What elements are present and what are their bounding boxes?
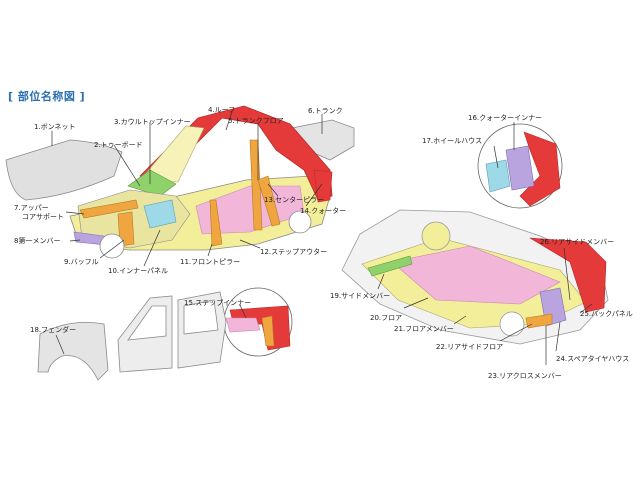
label-quarter: 14.クォーター <box>300 206 346 215</box>
label-quarter-inner: 16.クォーターインナー <box>468 113 542 122</box>
label-spare-tire-house: 24.スペアタイヤハウス <box>556 354 629 363</box>
label-toe-board: 2.トゥーボード <box>94 141 143 149</box>
label-trunk: 6.トランク <box>308 107 343 115</box>
quarter-inner-zoom <box>477 123 563 209</box>
leader-lines <box>51 111 593 365</box>
label-rear-side-member: 26.リアサイドメンバー <box>540 238 614 246</box>
label-back-panel: 25.バックパネル <box>580 310 633 318</box>
label-rear-side-floor: 22.リアサイドフロア <box>436 343 503 351</box>
page-title: [ 部位名称図 ] <box>8 90 86 103</box>
label-floor: 20.フロア <box>370 314 402 322</box>
part-labels: 1.ボンネット 2.トゥーボード 3.カウルトップインナー 4.ルーフ 5.トラ… <box>14 106 633 380</box>
label-fender: 18.フェンダー <box>30 325 76 334</box>
label-floor-member: 21.フロアメンバー <box>394 325 454 333</box>
label-inner-panel: 10.インナーパネル <box>108 267 168 275</box>
label-center-pillar: 13.センターピラー <box>264 195 324 204</box>
label-side-member: 19.サイドメンバー <box>330 292 390 300</box>
step-inner-zoom <box>223 287 293 357</box>
label-cowl-top-inner: 3.カウルトップインナー <box>114 118 191 126</box>
label-upper-core-support: 7.アッパー コアサポート <box>14 204 64 221</box>
label-baffle: 9.バッフル <box>64 258 99 266</box>
label-trunk-floor: 5.トランクフロア <box>228 117 284 125</box>
label-front-pillar: 11.フロントピラー <box>180 258 240 266</box>
label-wheel-house: 17.ホイールハウス <box>422 137 482 145</box>
door-frames <box>117 291 227 373</box>
label-rear-cross-member: 23.リアクロスメンバー <box>488 372 562 380</box>
bonnet-part <box>5 139 123 201</box>
underbody-view <box>341 209 609 345</box>
label-step-outer: 12.ステップアウター <box>260 247 327 256</box>
label-upper-core-support-line1: 7.アッパー <box>14 204 49 212</box>
label-bonnet: 1.ボンネット <box>34 123 76 131</box>
label-roof: 4.ルーフ <box>208 106 235 114</box>
label-step-inner: 15.ステップインナー <box>184 299 251 307</box>
label-upper-core-support-line2: コアサポート <box>22 213 64 221</box>
label-first-member: 8第一メンバー <box>14 236 60 245</box>
fender-part <box>37 322 109 381</box>
main-car-body <box>69 105 333 259</box>
